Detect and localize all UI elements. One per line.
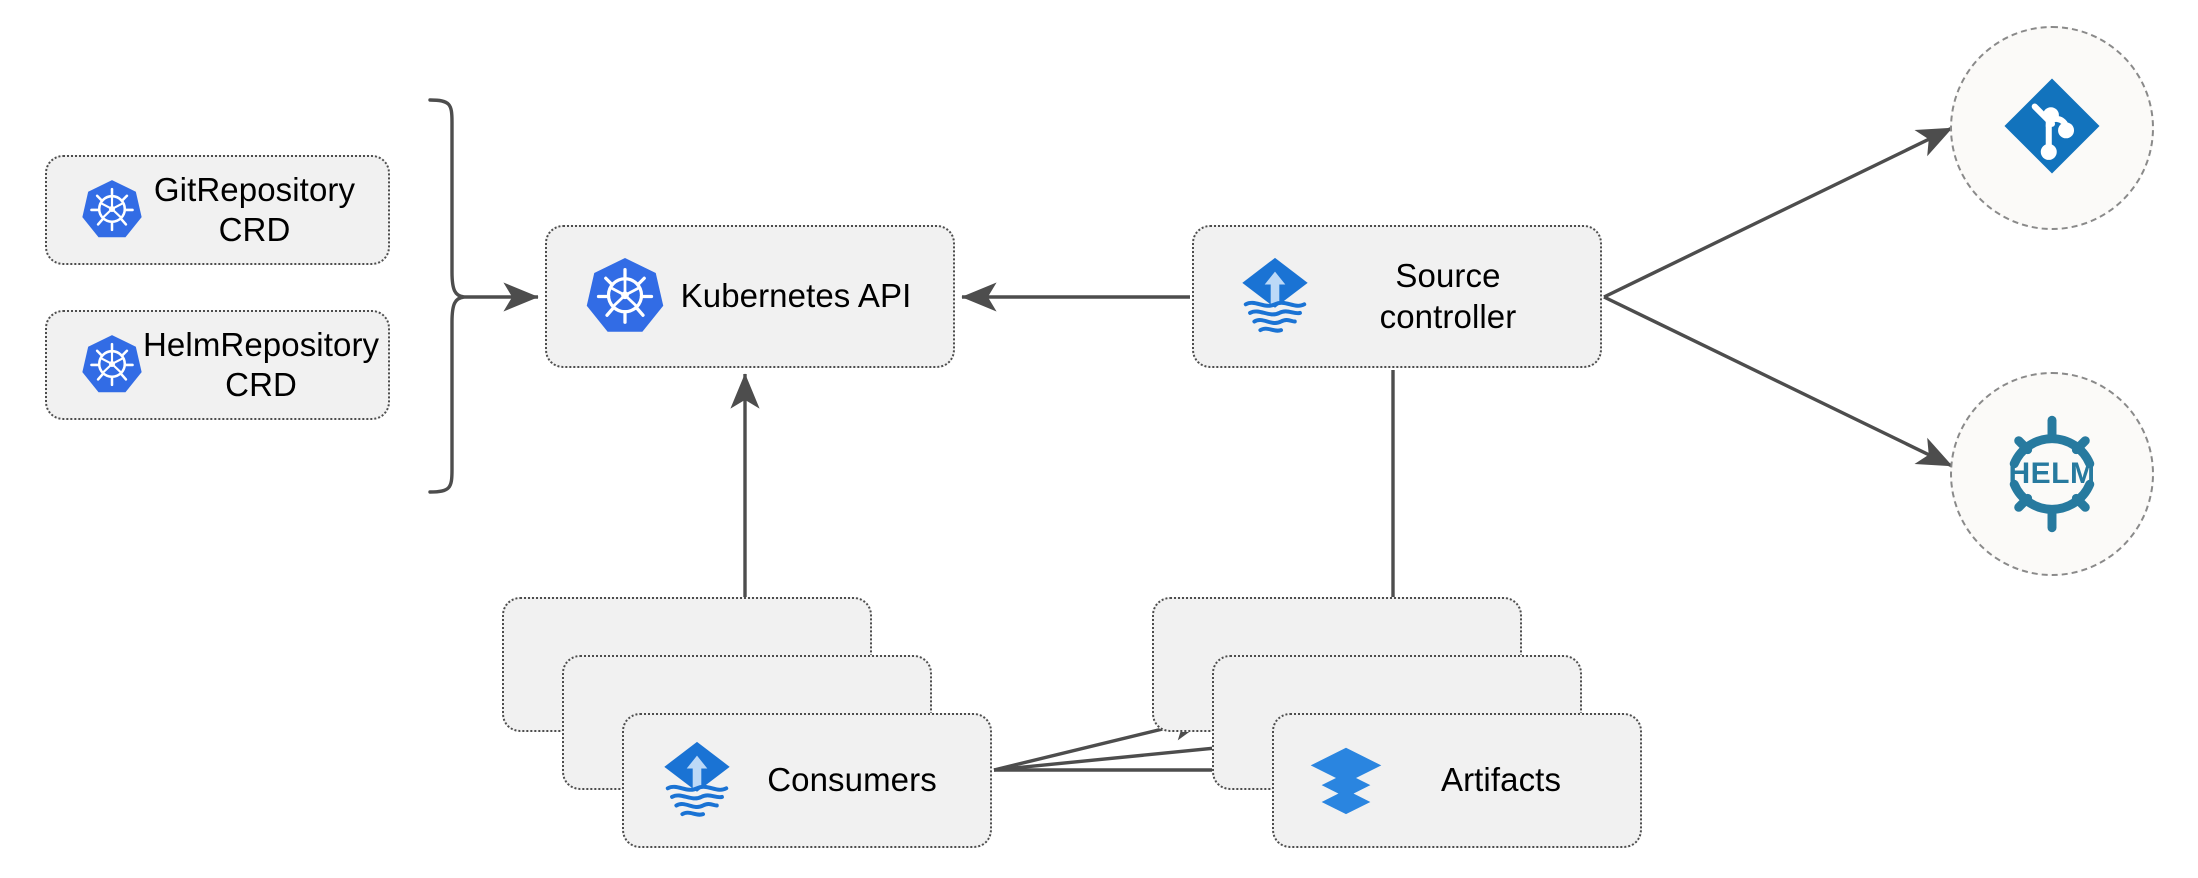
node-label: Artifacts	[1440, 761, 1562, 799]
node-kubernetes-api[interactable]: Kubernetes API	[545, 225, 955, 368]
kubernetes-icon	[81, 332, 143, 399]
node-git-repository-crd[interactable]: GitRepository CRD	[45, 155, 390, 265]
flux-icon	[654, 735, 740, 826]
layers-icon	[1304, 736, 1388, 825]
helm-wordmark: HELM	[2008, 457, 2096, 490]
helm-icon: HELM	[1988, 410, 2116, 538]
node-label: GitRepository CRD	[153, 170, 356, 248]
node-label: Source controller	[1379, 257, 1517, 335]
flux-icon	[1232, 251, 1318, 342]
node-helm-source[interactable]: HELM	[1950, 372, 2154, 576]
kubernetes-icon	[81, 177, 143, 244]
arrow-source-controller-to-git	[1603, 126, 1953, 299]
crd-group-brace	[428, 98, 465, 494]
node-label: Consumers	[767, 761, 937, 799]
node-label: HelmRepository CRD	[143, 325, 380, 403]
arrow-source-controller-to-helm	[1603, 295, 1953, 468]
node-label: Kubernetes API	[680, 277, 912, 315]
kubernetes-icon	[585, 254, 665, 339]
node-consumers[interactable]: Consumers	[622, 713, 992, 848]
node-source-controller[interactable]: Source controller	[1192, 225, 1602, 368]
node-git-source[interactable]	[1950, 26, 2154, 230]
git-icon	[1998, 72, 2106, 185]
node-artifacts[interactable]: Artifacts	[1272, 713, 1642, 848]
node-helm-repository-crd[interactable]: HelmRepository CRD	[45, 310, 390, 420]
